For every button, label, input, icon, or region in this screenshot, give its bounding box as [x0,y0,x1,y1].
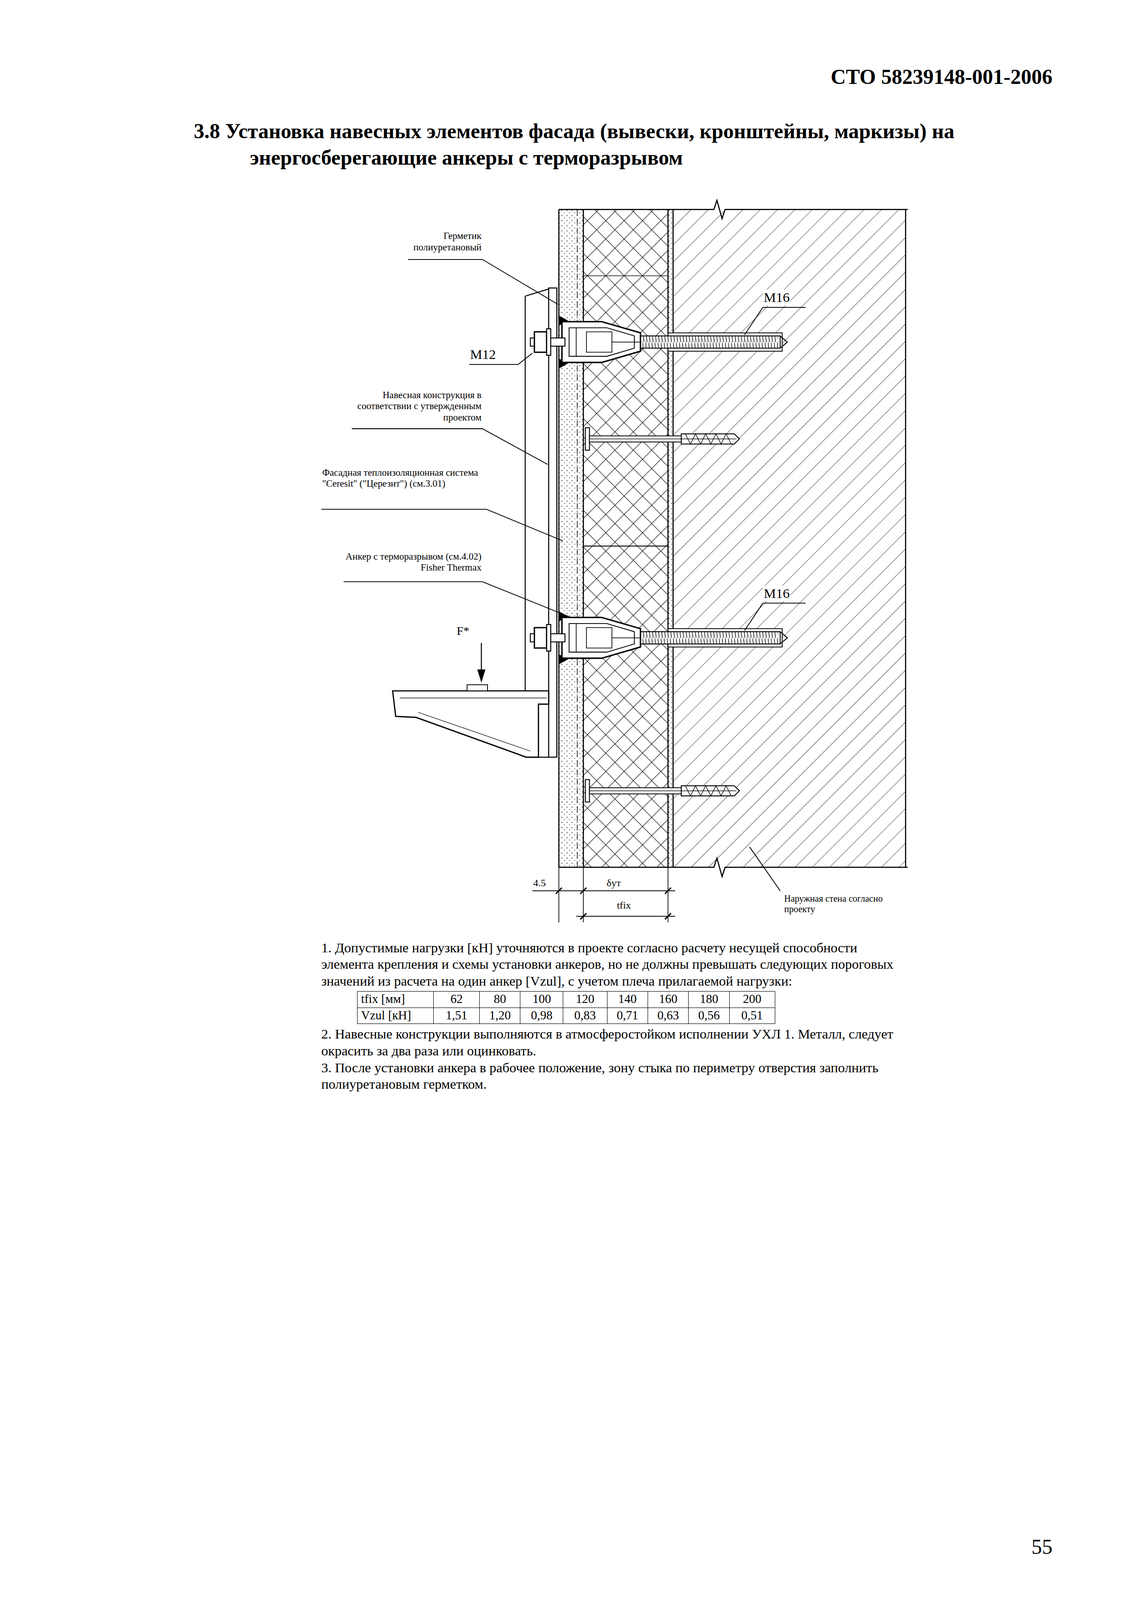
page-number: 55 [950,1535,1053,1560]
document-code: СТО 58239148-001-2006 [583,65,1053,90]
table-cell: Vzul [кН] [357,1007,434,1024]
note-text: 3. После установки анкера в рабочее поло… [321,1059,910,1093]
leader-label: Наружная стена согласно проекту [783,893,890,915]
table-cell: 1,20 [479,1007,520,1024]
table-cell: 180 [688,990,729,1008]
table-cell: 0,63 [647,1007,689,1024]
thread-size: M16 [762,289,791,306]
table-cell: 62 [433,990,480,1008]
leader-label: Навесная конструкция в соответствии с ут… [349,389,483,423]
thread-size: M16 [762,585,791,602]
table-cell: 0,71 [607,1007,648,1024]
table-cell: tfix [мм] [357,990,434,1008]
table-cell: 1,51 [433,1007,480,1024]
table-cell: 160 [647,990,689,1008]
dimension-value: tfix [616,899,633,911]
leader-label: Анкер с терморазрывом (см.4.02) Fisher T… [341,550,483,573]
leader-label: Фасадная теплоизоляционная система "Cere… [321,466,487,489]
dimension-value: δут [605,876,622,889]
note-text: 2. Навесные конструкции выполняются в ат… [321,1025,910,1059]
table-cell: 140 [607,990,648,1008]
section-title: 3.8 Установка навесных элементов фасада … [193,118,1053,171]
thread-size: M12 [469,346,498,363]
table-cell: 80 [479,990,520,1008]
table-cell: 0,51 [729,1007,776,1024]
force-label: F* [456,624,471,639]
table-cell: 0,98 [519,1007,563,1024]
table-cell: 120 [562,990,607,1008]
note-text: 1. Допустимые нагрузки [кН] уточняются в… [321,939,910,990]
table-cell: 0,56 [688,1007,729,1024]
table-cell: 0,83 [562,1007,607,1024]
dimension-value: 4.5 [532,876,547,889]
table-cell: 200 [729,990,776,1008]
leader-label: Герметик полиуретановый [400,230,483,253]
table-cell: 100 [519,990,563,1008]
